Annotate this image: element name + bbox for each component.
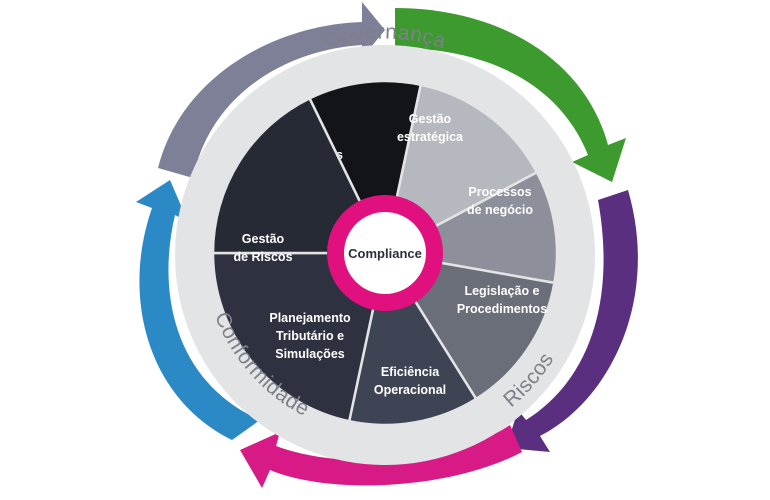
segment-label-line: de Riscos bbox=[233, 250, 292, 264]
segment-label-line: estratégica bbox=[397, 130, 464, 144]
segment-label-line: Legislação e bbox=[464, 284, 539, 298]
segment-label-line: Procedimentos bbox=[457, 302, 547, 316]
segment-label-line: Gestão bbox=[409, 112, 452, 126]
segment-label-line: Planejamento bbox=[269, 311, 351, 325]
segment-label-3: Legislação e Procedimentos bbox=[457, 284, 547, 316]
riscos-arrow bbox=[506, 190, 638, 452]
segment-label-line: Tributário e bbox=[276, 329, 344, 343]
conformidade-arrow bbox=[136, 180, 260, 440]
cycle-arrows bbox=[136, 2, 638, 488]
segment-label-2: Processos de negócio bbox=[467, 185, 533, 217]
segment-label-line: Eficiência bbox=[381, 365, 440, 379]
segment-5 bbox=[211, 251, 387, 423]
compliance-arrow bbox=[240, 425, 522, 488]
segment-label-line: Processos bbox=[468, 185, 531, 199]
segment-label-line: Operacional bbox=[374, 383, 446, 397]
center-core bbox=[344, 212, 426, 294]
center-label: Compliance bbox=[348, 246, 422, 261]
segment-label-line: Simulações bbox=[275, 347, 345, 361]
green-arrow bbox=[395, 8, 626, 182]
segment-label-1: Gestão estratégica bbox=[397, 112, 464, 144]
segment-label-6: Gestão de Riscos bbox=[233, 232, 292, 264]
segment-label-line: de negócio bbox=[467, 203, 533, 217]
governanca-arrow bbox=[158, 2, 385, 178]
segment-label-line: Gestão bbox=[242, 232, 285, 246]
